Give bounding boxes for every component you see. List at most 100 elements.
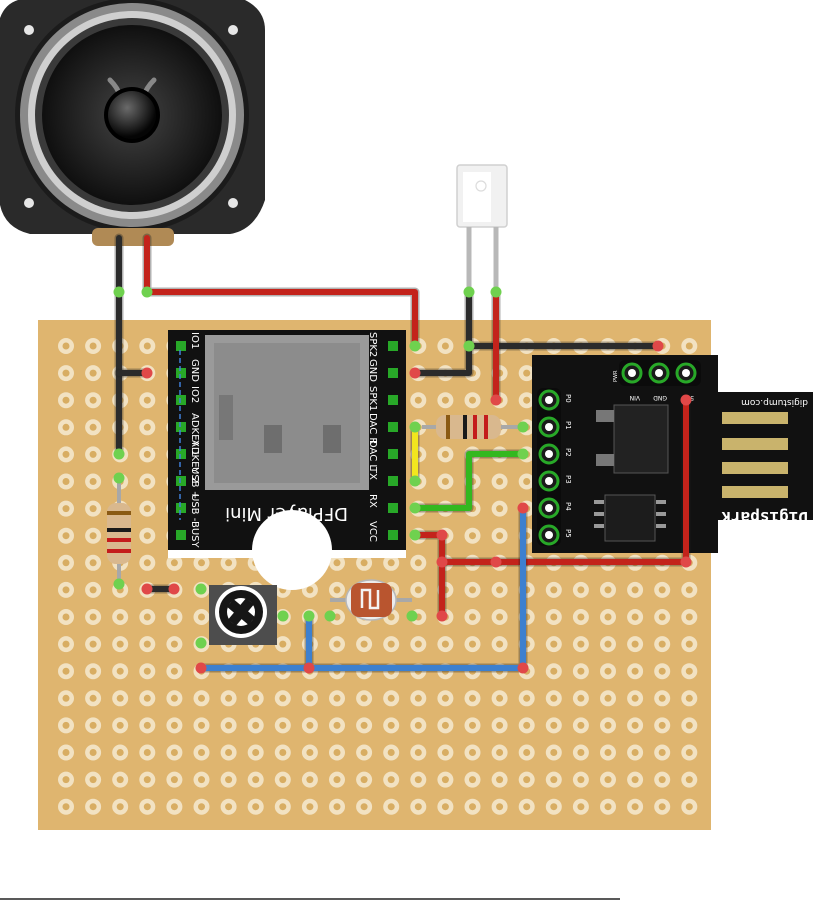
board-hole: [464, 636, 481, 653]
board-hole: [654, 744, 671, 761]
board-hole: [518, 392, 535, 409]
digispark-pin-label: P4: [564, 502, 572, 511]
board-hole: [518, 473, 535, 490]
board-hole: [545, 663, 562, 680]
wire-end: [517, 662, 529, 674]
dfplayer-right-pad: [388, 530, 398, 540]
board-hole: [627, 798, 644, 815]
board-hole: [166, 798, 183, 815]
wire-end: [652, 340, 664, 352]
digispark-power-pins: VINGND5V: [621, 362, 697, 401]
board-hole: [85, 500, 102, 517]
board-hole: [681, 717, 698, 734]
wire-end-connected: [517, 448, 529, 460]
board-hole: [518, 771, 535, 788]
wire-end-connected: [141, 286, 153, 298]
board-hole: [247, 717, 264, 734]
digispark-brand: Digispark: [721, 508, 808, 527]
board-hole: [139, 446, 156, 463]
board-hole: [329, 554, 345, 571]
board-hole: [220, 744, 237, 761]
board-hole: [545, 717, 562, 734]
board-hole: [627, 771, 644, 788]
wire-end-connected: [113, 448, 125, 460]
board-hole: [85, 663, 102, 680]
board-hole: [247, 690, 264, 707]
wire[interactable]: [412, 289, 472, 376]
board-hole: [58, 744, 74, 761]
wire[interactable]: [144, 235, 418, 349]
board-hole: [654, 798, 671, 815]
board-hole: [545, 690, 562, 707]
board-hole: [139, 690, 156, 707]
digispark-pin-label: P0: [564, 394, 572, 403]
board-hole: [274, 690, 291, 707]
board-hole: [58, 500, 74, 517]
board-hole: [85, 554, 102, 571]
board-hole: [572, 717, 589, 734]
board-hole: [58, 392, 74, 409]
board-hole: [58, 554, 74, 571]
board-hole: [464, 798, 481, 815]
board-hole: [58, 609, 74, 625]
board-hole: [491, 744, 508, 761]
speaker[interactable]: [0, 0, 265, 246]
board-hole: [681, 663, 698, 680]
photoresistor[interactable]: [330, 579, 412, 621]
board-hole: [356, 690, 373, 707]
board-hole: [85, 419, 102, 436]
board-hole: [491, 636, 508, 653]
dfplayer-right-pin-label: SPK2: [367, 332, 378, 357]
board-hole: [139, 419, 156, 436]
wire[interactable]: [412, 451, 526, 511]
wire-end-connected: [113, 472, 125, 484]
wire-end: [303, 662, 315, 674]
board-hole: [166, 609, 183, 625]
ir-led[interactable]: [456, 164, 508, 292]
board-hole: [193, 744, 210, 761]
dfplayer-left-pad: [176, 422, 186, 432]
board-hole: [464, 744, 481, 761]
board-hole: [85, 636, 102, 653]
board-hole: [58, 446, 74, 463]
board-hole: [356, 717, 373, 734]
wire-endpoints: [113, 286, 692, 674]
trimmer-potentiometer[interactable]: [209, 585, 277, 645]
resistor-left[interactable]: [107, 478, 131, 584]
board-hole: [112, 798, 129, 815]
board-hole: [600, 717, 616, 734]
board-hole: [437, 338, 454, 354]
board-hole: [85, 581, 102, 598]
board-hole: [139, 771, 156, 788]
dfplayer-left-pin-label: USB -: [189, 494, 200, 522]
board-hole: [274, 798, 291, 815]
dfplayer-right-pad: [388, 503, 398, 513]
resistor-right[interactable]: [422, 415, 523, 439]
board-hole: [518, 717, 535, 734]
board-hole: [545, 798, 562, 815]
board-hole: [464, 690, 481, 707]
board-hole: [301, 690, 318, 707]
board-hole: [681, 636, 698, 653]
board-hole: [572, 609, 589, 625]
board-hole: [437, 446, 454, 463]
board-hole: [301, 798, 318, 815]
board-hole: [301, 771, 318, 788]
board-hole: [329, 771, 345, 788]
board-hole: [410, 798, 427, 815]
board-hole: [572, 636, 589, 653]
board-hole: [193, 609, 210, 625]
board-hole: [139, 554, 156, 571]
board-hole: [654, 771, 671, 788]
board-hole: [383, 744, 400, 761]
wire-end: [168, 583, 180, 595]
board-hole: [681, 744, 698, 761]
board-hole: [329, 744, 345, 761]
board-hole: [572, 744, 589, 761]
board-hole: [58, 690, 74, 707]
dfplayer-left-pad: [176, 476, 186, 486]
board-hole: [464, 581, 481, 598]
